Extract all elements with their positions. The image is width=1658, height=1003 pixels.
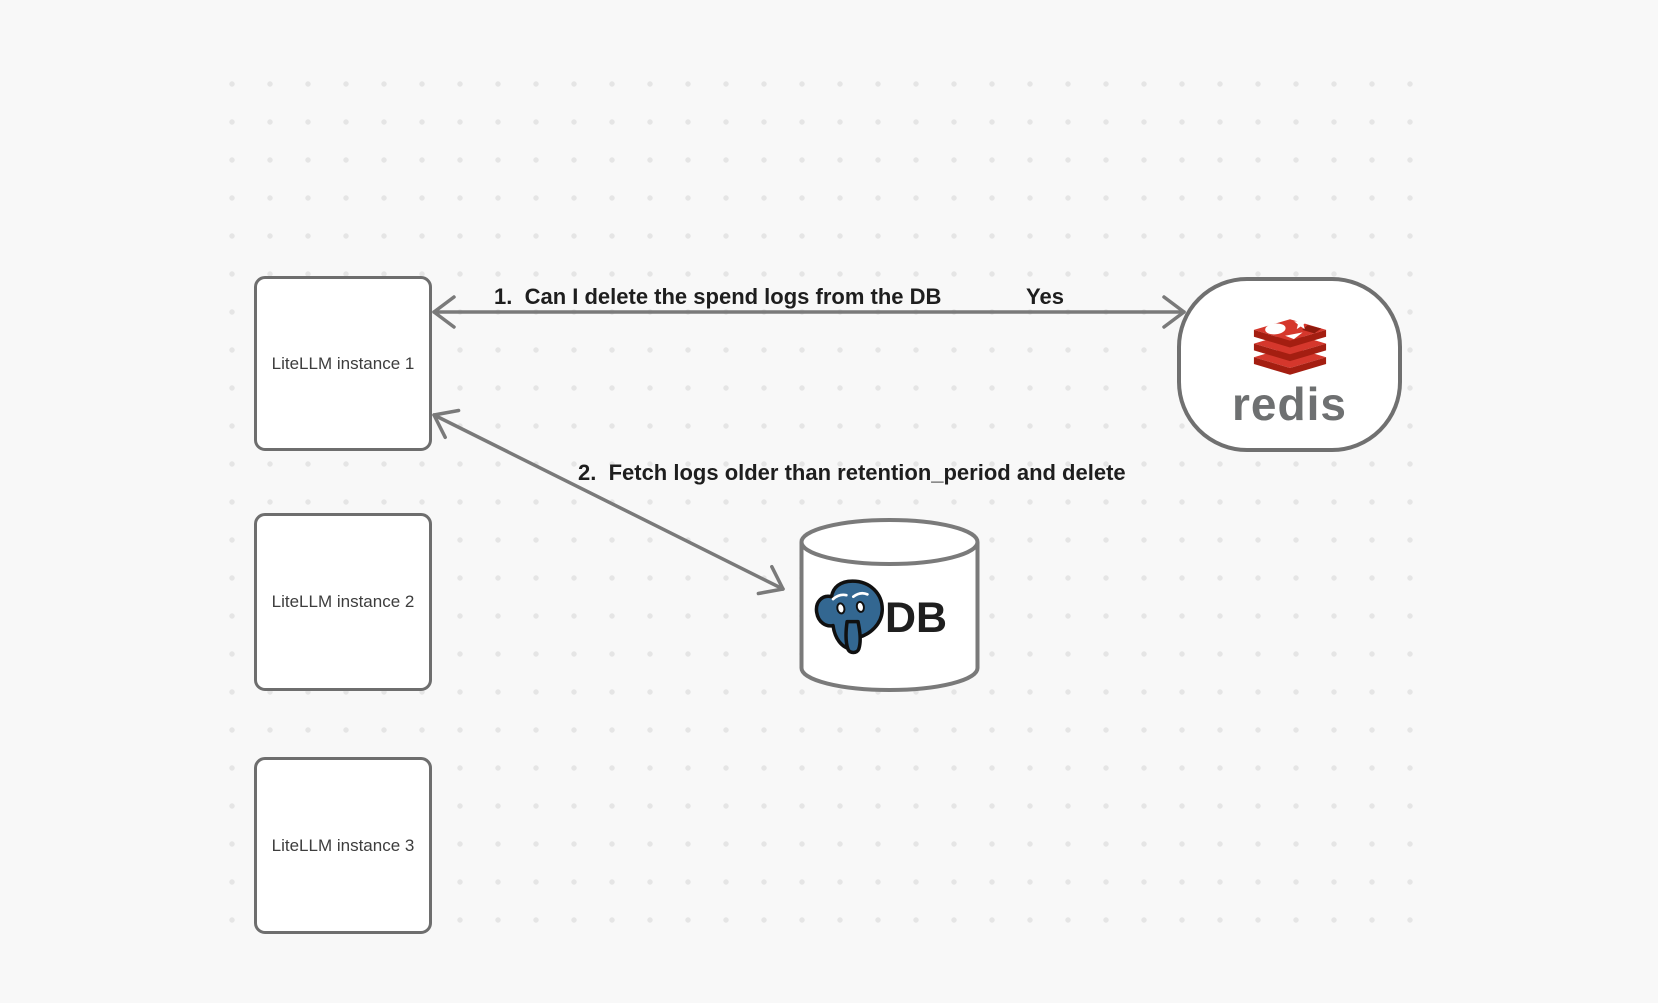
arrowhead-downright-icon [756,564,785,596]
redis-logo-icon [1253,316,1326,375]
edge-label-yes-response[interactable]: Yes [1026,284,1064,309]
node-litellm-instance-2[interactable]: LiteLLM instance 2 [254,513,432,691]
edge-label-fetch-logs[interactable]: 2. Fetch logs older than retention_perio… [578,460,1126,485]
node-label: LiteLLM instance 2 [271,592,415,611]
arrowhead-right-icon [1162,295,1186,329]
node-litellm-instance-1[interactable]: LiteLLM instance 1 [254,276,432,451]
database-cylinder-icon: DB [799,518,980,692]
node-label: LiteLLM instance 1 [271,353,415,373]
postgresql-elephant-icon [814,579,884,655]
node-litellm-instance-3[interactable]: LiteLLM instance 3 [254,757,432,934]
edge-db-fetch-arrow[interactable] [432,408,785,596]
arrowhead-upleft-icon [432,408,461,440]
edge-label-delete-spend-logs[interactable]: 1. Can I delete the spend logs from the … [494,284,942,309]
node-redis[interactable]: redis [1177,277,1402,452]
edge-redis-query-arrow[interactable] [432,295,1186,329]
db-label: DB [885,594,947,642]
arrowhead-left-icon [432,295,456,329]
redis-wordmark: redis [1232,378,1347,430]
node-label: LiteLLM instance 3 [271,835,415,855]
node-database[interactable]: DB [798,516,982,696]
